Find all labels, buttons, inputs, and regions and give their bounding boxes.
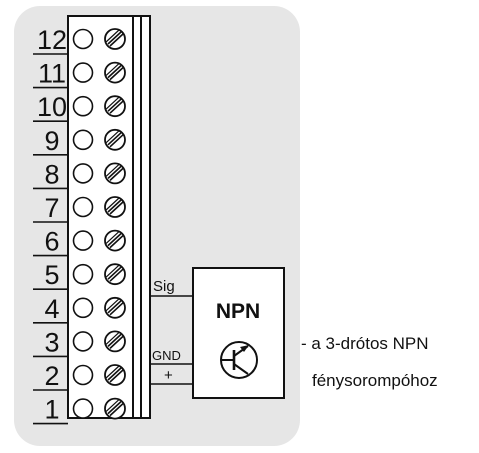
screw-icon — [104, 296, 126, 319]
terminal-row: 4 — [33, 294, 126, 324]
note-line-2: fénysorompóhoz — [312, 371, 438, 390]
terminal-number: 3 — [44, 327, 59, 357]
terminal-row: 2 — [33, 361, 126, 391]
terminal-number: 8 — [44, 159, 59, 189]
screw-icon — [104, 95, 126, 118]
wire-hole-icon — [72, 297, 94, 319]
screw-icon — [104, 263, 126, 286]
screw-icon — [104, 28, 126, 50]
terminal-row: 1 — [33, 395, 126, 425]
terminal-row: 3 — [33, 327, 126, 357]
wire-hole-icon — [72, 28, 94, 50]
screw-icon — [104, 61, 126, 84]
screw-icon — [104, 196, 126, 218]
terminal-number: 7 — [44, 193, 59, 223]
wire-label-sig: Sig — [153, 278, 175, 295]
screw-icon — [104, 229, 126, 252]
terminal-number: 4 — [44, 294, 59, 324]
terminal-row: 12 — [33, 25, 126, 55]
terminal-number: 2 — [44, 361, 59, 391]
wire-label-gnd: GND — [152, 348, 181, 363]
wire-hole-icon — [72, 263, 94, 285]
terminal-number: 11 — [38, 59, 66, 89]
terminal-number: 1 — [44, 395, 59, 425]
note-line-1: - a 3-drótos NPN — [301, 334, 429, 353]
terminal-row: 5 — [33, 260, 126, 290]
terminal-number: 9 — [44, 126, 59, 156]
wire-hole-icon — [72, 364, 94, 386]
wire-hole-icon — [72, 95, 94, 117]
terminal-number: 12 — [37, 25, 67, 55]
transistor-icon — [220, 341, 258, 379]
wire-label-plus: + — [164, 367, 173, 384]
terminal-row: 6 — [33, 227, 126, 257]
terminal-row: 8 — [33, 159, 126, 189]
terminal-row: 11 — [33, 59, 126, 89]
terminal-number: 6 — [44, 227, 59, 257]
screw-icon — [104, 162, 126, 185]
wire-hole-icon — [72, 62, 94, 83]
terminal-number: 10 — [37, 92, 67, 122]
terminal-row: 10 — [33, 92, 126, 122]
terminal-number: 5 — [44, 260, 59, 290]
terminal-row: 9 — [33, 126, 126, 156]
screw-icon — [104, 128, 126, 151]
wire-hole-icon — [72, 163, 94, 184]
terminal-row: 7 — [33, 193, 126, 223]
screw-icon — [104, 364, 126, 386]
wire-hole-icon — [72, 129, 94, 151]
screw-icon — [104, 397, 126, 420]
wire-hole-icon — [72, 331, 94, 352]
wire-hole-icon — [72, 230, 94, 251]
wire-hole-icon — [72, 398, 94, 419]
npn-sensor-title: NPN — [216, 300, 260, 323]
wire-hole-icon — [72, 196, 94, 218]
screw-icon — [104, 330, 126, 353]
npn-sensor-box — [192, 267, 285, 399]
